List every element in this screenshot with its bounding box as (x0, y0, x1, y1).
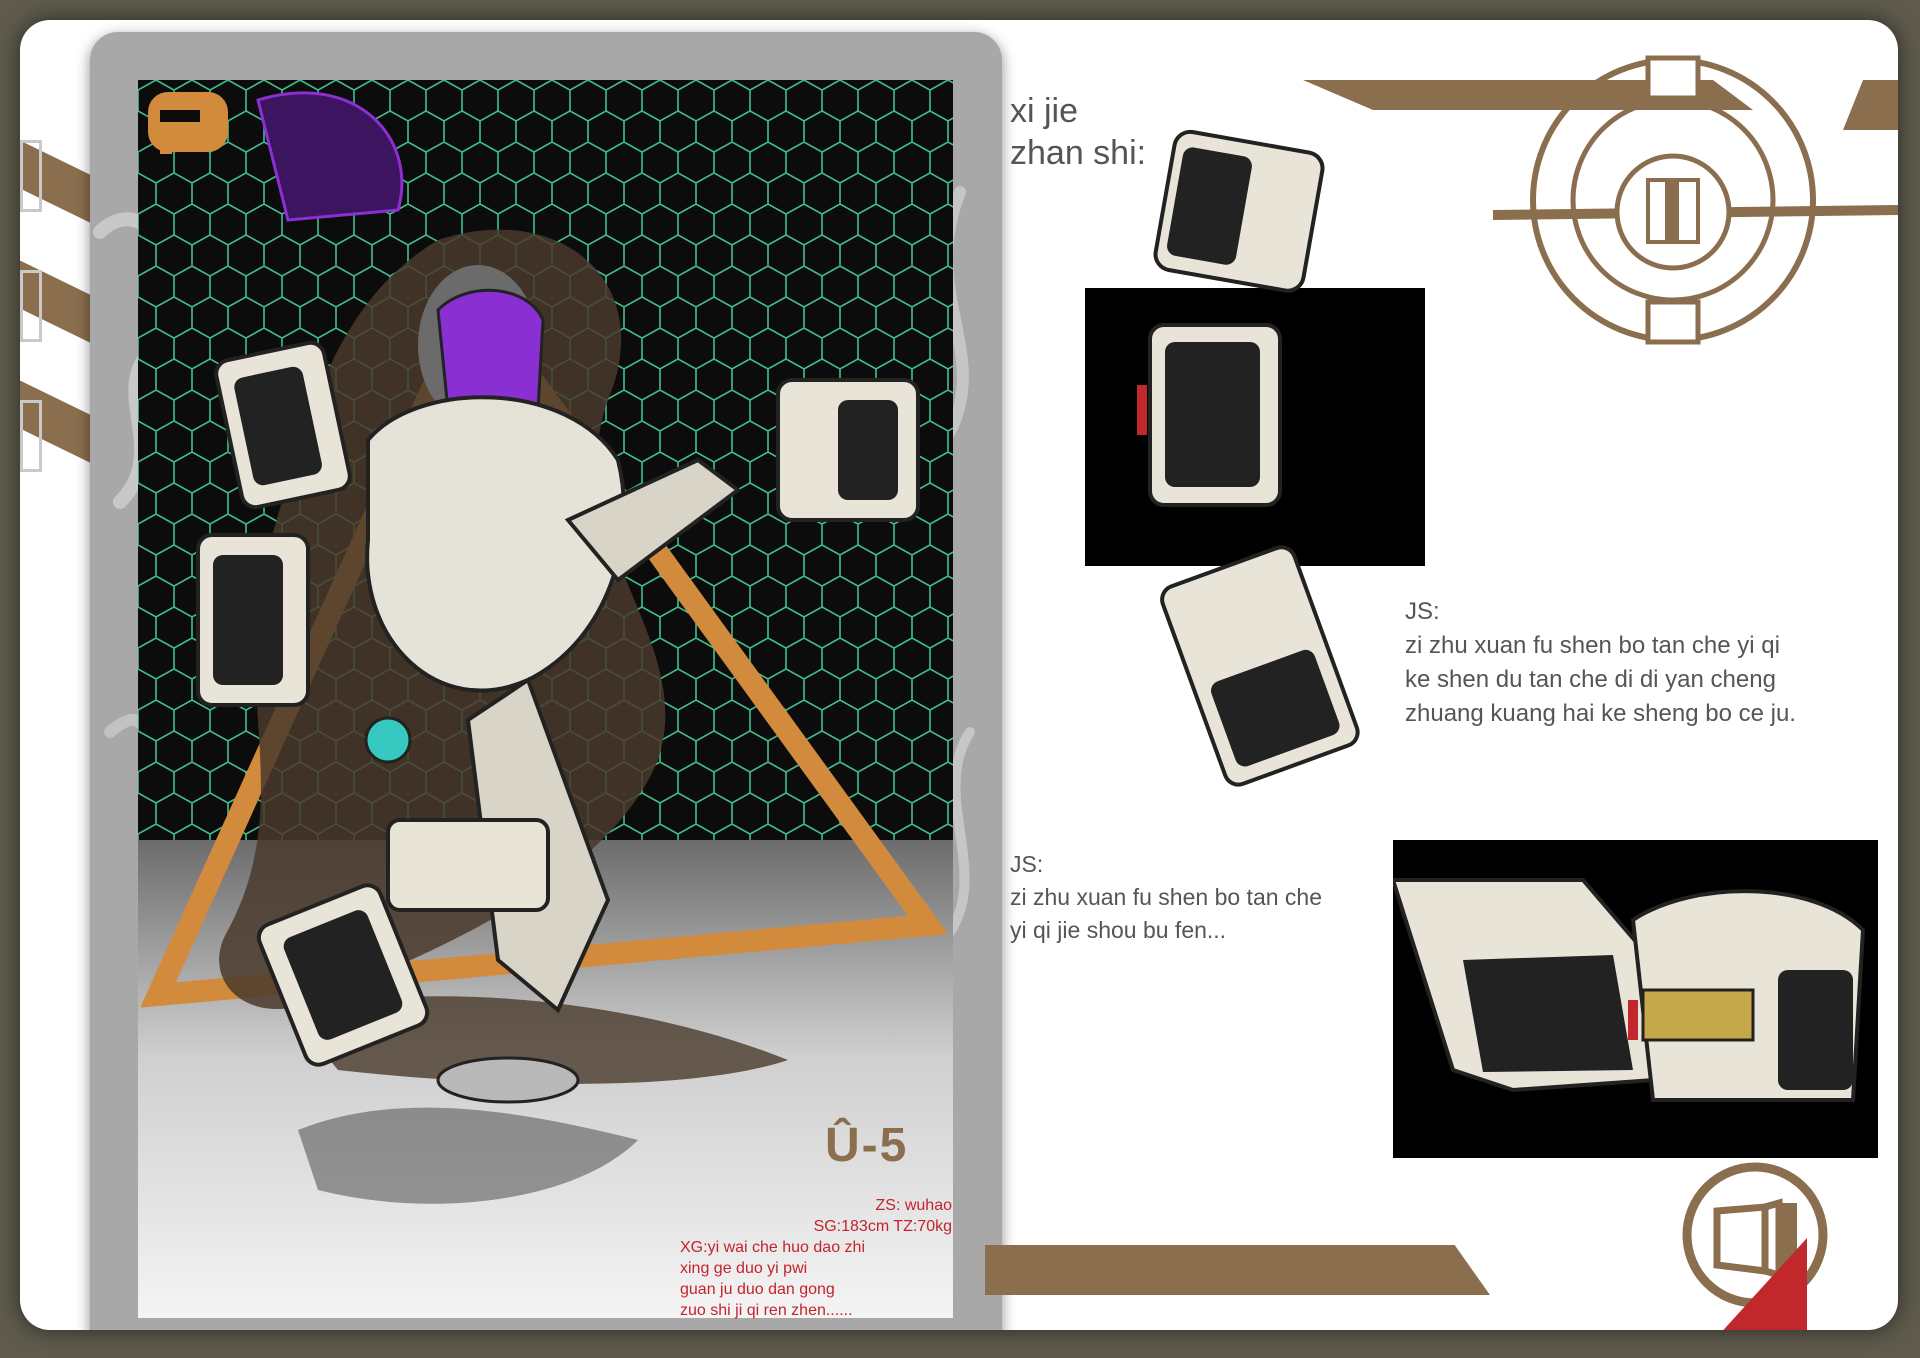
note-line: yi qi jie shou bu fen... (1010, 917, 1227, 943)
note-line: ke shen du tan che di di yan cheng (1405, 666, 1776, 693)
character-sheet: Û-5 ZS: wuhao SG:183cm TZ:70kg XG:yi wai… (20, 20, 1898, 1330)
model-tag: Û-5 (825, 1119, 909, 1172)
corner-triangle (1707, 1238, 1807, 1330)
note-2: JS: zi zhu xuan fu shen bo tan che yi qi… (1010, 848, 1322, 947)
stat-xg-line: zuo shi ji qi ren zhen...... (680, 1302, 853, 1319)
note-1: JS: zi zhu xuan fu shen bo tan che yi qi… (1405, 595, 1796, 731)
gear-emblem-icon (1303, 55, 1898, 345)
stat-xg-line: xing ge duo yi pwi (680, 1260, 808, 1277)
note-line: zi zhu xuan fu shen bo tan che yi qi (1405, 632, 1780, 659)
character-artwork (138, 80, 953, 1318)
detail-heading-line: zhan shi: (1010, 134, 1147, 172)
character-stats: ZS: wuhao SG:183cm TZ:70kg XG:yi wai che… (680, 1195, 952, 1321)
stat-xg-line: XG:yi wai che huo dao zhi (680, 1239, 865, 1256)
note-label: JS: (1405, 598, 1440, 625)
greek-pattern-icon (20, 270, 42, 342)
decor-bar (985, 1245, 1490, 1295)
stat-xg-line: guan ju duo dan gong (680, 1281, 835, 1298)
greek-pattern-icon (20, 400, 42, 472)
pods-detail-image (1085, 129, 1425, 787)
note-line: zhuang kuang hai ke sheng bo ce ju. (1405, 700, 1796, 727)
detail-heading-line: xi jie (1010, 92, 1079, 130)
background-dome (256, 91, 404, 222)
greek-pattern-icon (20, 140, 42, 212)
connector-detail-image (1393, 840, 1878, 1158)
note-line: zi zhu xuan fu shen bo tan che (1010, 884, 1322, 910)
floating-pods (196, 340, 920, 1067)
detail-heading: xi jie zhan shi: (1010, 90, 1146, 174)
stat-zs: ZS: wuhao (875, 1197, 952, 1214)
stat-sg-tz: SG:183cm TZ:70kg (813, 1218, 952, 1235)
note-label: JS: (1010, 851, 1044, 877)
p-logo-icon (148, 92, 228, 154)
